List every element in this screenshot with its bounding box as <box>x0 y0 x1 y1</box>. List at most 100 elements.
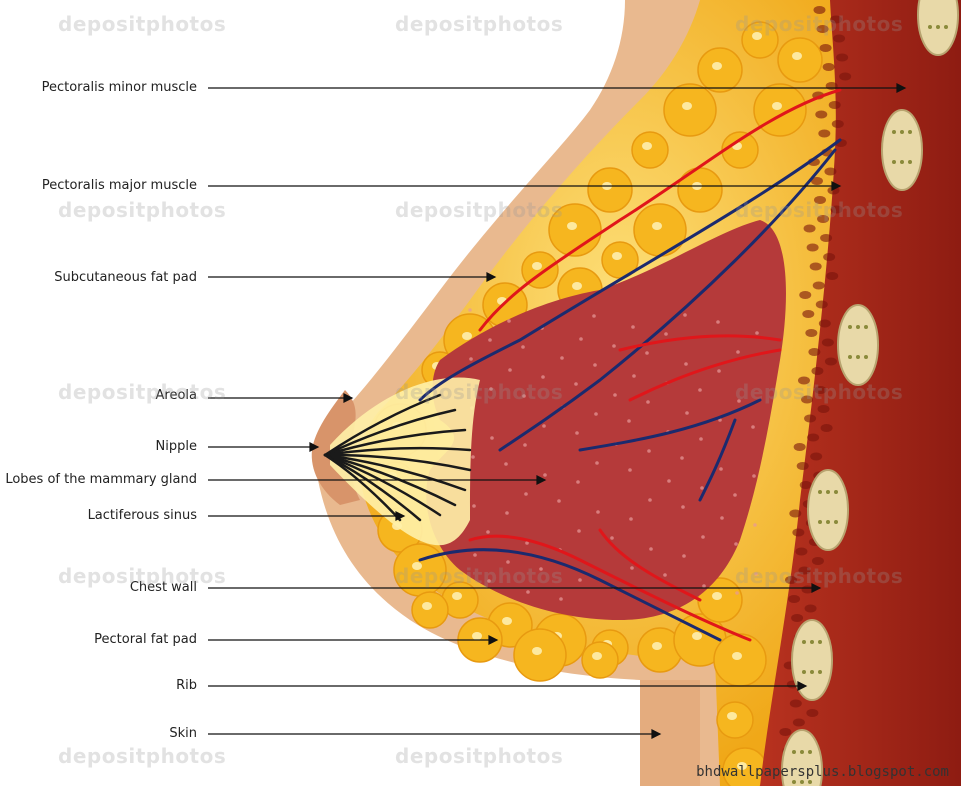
muscle-fiber <box>816 25 829 33</box>
rib-marrow-dot <box>792 750 796 754</box>
rib-cross-section <box>807 469 849 551</box>
gland-dot <box>505 511 509 515</box>
watermark: depositphotos <box>58 744 227 768</box>
gland-dot <box>755 331 759 335</box>
muscle-fiber <box>789 699 802 708</box>
gland-dot <box>490 436 494 440</box>
gland-dot <box>595 461 599 465</box>
rib-marrow-dot <box>900 130 904 134</box>
gland-dot <box>559 597 563 601</box>
vein <box>578 398 762 452</box>
fat-highlight <box>532 647 542 655</box>
gland-dot <box>524 492 528 496</box>
fat-highlight <box>772 102 782 110</box>
gland-dot <box>508 368 512 372</box>
gland-dot <box>737 399 741 403</box>
rib-marrow-dot <box>810 670 814 674</box>
fat-highlight <box>502 617 512 625</box>
gland-dot <box>684 362 688 366</box>
artery <box>468 534 752 642</box>
muscle-fiber <box>809 262 822 271</box>
lactiferous-duct <box>323 393 442 457</box>
gland-dot <box>632 374 636 378</box>
fat-lobule <box>677 167 723 213</box>
muscle-fiber <box>806 709 819 717</box>
fat-highlight <box>692 632 702 640</box>
rib-marrow-dot <box>928 25 932 29</box>
fat-lobule <box>753 83 807 137</box>
fat-lobule <box>587 167 633 213</box>
gland-dot <box>472 504 476 508</box>
gland-dot <box>578 578 582 582</box>
muscle-fiber <box>830 15 843 24</box>
gland-dot <box>736 350 740 354</box>
gland-dot <box>752 474 756 478</box>
muscle-fiber <box>828 101 841 109</box>
muscle-fiber <box>785 576 797 584</box>
fat-highlight <box>652 222 662 230</box>
mammary-gland-tissue <box>426 220 786 620</box>
muscle-fiber <box>796 462 809 470</box>
muscle-fiber <box>792 528 805 537</box>
gland-dot <box>521 345 525 349</box>
fat-lobule <box>411 591 449 629</box>
muscle-fiber <box>791 614 804 622</box>
muscle-fiber <box>805 329 818 337</box>
fat-highlight <box>452 592 462 600</box>
muscle-fiber <box>807 433 820 442</box>
gland-dot <box>507 319 511 323</box>
gland-dot <box>719 467 723 471</box>
label-pectoral-fat: Pectoral fat pad <box>94 632 197 647</box>
watermark: depositphotos <box>395 198 564 222</box>
gland-dot <box>506 560 510 564</box>
gland-dot <box>733 493 737 497</box>
gland-dot <box>486 530 490 534</box>
muscle-fiber <box>820 424 833 432</box>
rib-marrow-dot <box>802 670 806 674</box>
muscle-fiber <box>826 272 839 280</box>
blood-vessels <box>418 88 842 642</box>
muscle-fiber <box>825 82 838 90</box>
muscle-fiber <box>815 110 828 119</box>
gland-dot <box>682 554 686 558</box>
fat-highlight <box>737 762 747 770</box>
gland-dot <box>575 431 579 435</box>
muscle-fiber <box>788 595 801 603</box>
muscle-fiber <box>802 310 815 318</box>
muscle-fiber <box>801 395 814 404</box>
ribs <box>781 0 959 790</box>
muscle-fiber <box>822 63 835 71</box>
label-pectoralis-major: Pectoralis major muscle <box>41 178 197 193</box>
label-skin: Skin <box>169 726 197 741</box>
rib-marrow-dot <box>808 780 812 784</box>
muscle-fiber <box>813 6 826 14</box>
fat-highlight <box>727 712 737 720</box>
pointer-arrowhead <box>896 83 907 93</box>
muscle-fiber <box>818 319 831 328</box>
rib-marrow-dot <box>900 160 904 164</box>
pointer-arrowhead <box>831 181 842 191</box>
muscle-fiber <box>804 604 817 613</box>
muscle-fiber <box>817 405 830 413</box>
muscle-fiber <box>804 414 817 423</box>
gland-dot <box>542 424 546 428</box>
lactiferous-duct <box>323 446 472 457</box>
gland-dot <box>471 455 475 459</box>
rib-cross-section <box>791 619 833 701</box>
muscle-fiber <box>820 234 833 242</box>
lactiferous-duct <box>323 428 467 457</box>
fat-lobule <box>777 37 823 83</box>
gland-dot <box>525 541 529 545</box>
fat-highlight <box>682 102 692 110</box>
muscle-fiber <box>814 196 826 204</box>
rib-marrow-dot <box>864 355 868 359</box>
gland-dot <box>576 480 580 484</box>
gland-dot <box>646 400 650 404</box>
gland-dot <box>522 394 526 398</box>
rib-marrow-dot <box>864 325 868 329</box>
gland-dot <box>683 313 687 317</box>
label-pectoralis-minor: Pectoralis minor muscle <box>41 80 197 95</box>
gland-dot <box>716 320 720 324</box>
rib-marrow-dot <box>818 520 822 524</box>
rib-marrow-dot <box>818 640 822 644</box>
